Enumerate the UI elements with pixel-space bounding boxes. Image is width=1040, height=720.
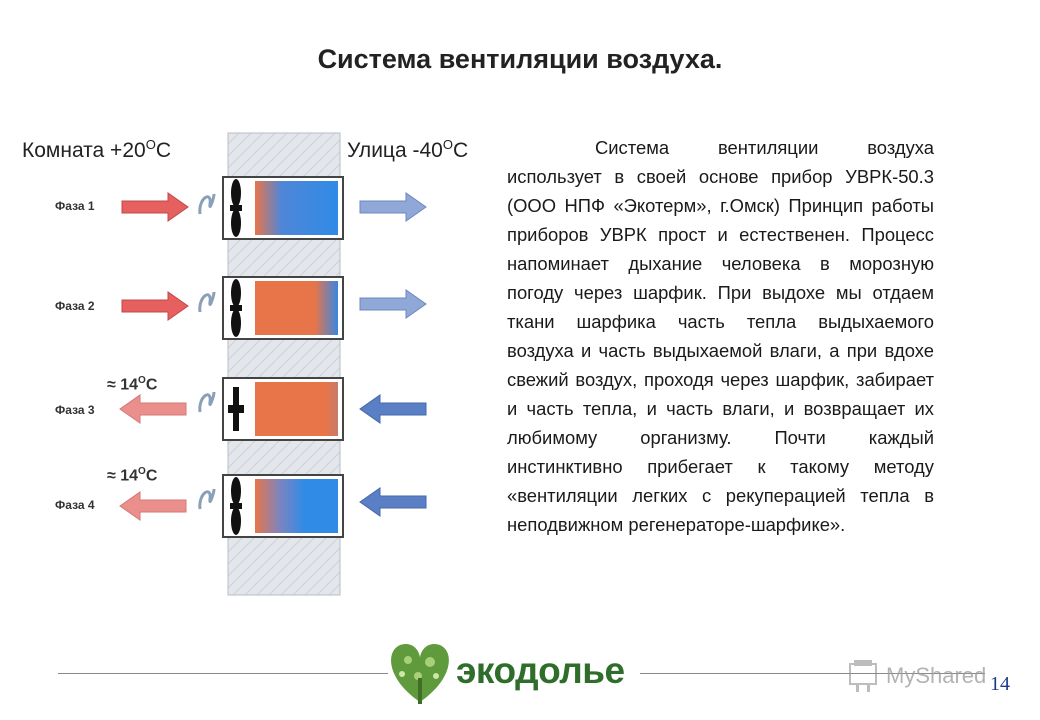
phase-4-label: Фаза 4 [55,498,95,512]
watermark-text: MyShared [886,663,987,688]
page-number: 14 [990,673,1010,695]
phase-4-temp: ≈ 14OC [107,466,158,485]
regenerator-fill [255,181,338,235]
footer-divider-right [640,673,985,674]
phase-3-unit [119,377,427,441]
watermark-icon [849,660,877,692]
phase-3-temp: ≈ 14OC [107,375,158,394]
regenerator-fill [255,479,338,533]
slide-title: Система вентиляции воздуха. [317,44,723,74]
arrow-out-red [121,291,189,321]
regenerator-fill [255,281,338,335]
phase-2-label: Фаза 2 [55,299,95,313]
fan-icon [230,279,242,337]
arrow-out-blue [359,289,427,319]
phase-3-label: Фаза 3 [55,403,95,417]
fan-icon [230,179,242,237]
arrow-in-blue [359,487,427,517]
description-paragraph: Система вентиляции воздуха использует в … [507,137,934,535]
arrow-in-red [119,394,187,424]
arrow-in-red [119,491,187,521]
eco-heart-logo [391,644,449,704]
airflow-icon [198,488,216,510]
regenerator-fill [255,382,338,436]
phase-2-unit [121,276,427,340]
arrow-in-blue [359,394,427,424]
fan-icon [230,477,242,535]
phase-1-unit [121,176,427,240]
fan-icon [228,387,244,431]
arrow-out-red [121,192,189,222]
brand-logo-text: экодолье [456,650,625,691]
footer-divider-left [58,673,388,674]
arrow-out-blue [359,192,427,222]
airflow-icon [198,291,216,313]
room-label: Комната +20OC [22,137,171,162]
airflow-icon [198,391,216,413]
airflow-icon [198,193,216,215]
phase-1-label: Фаза 1 [55,199,95,213]
phase-4-unit [119,474,427,538]
street-label: Улица -40OC [347,137,469,162]
